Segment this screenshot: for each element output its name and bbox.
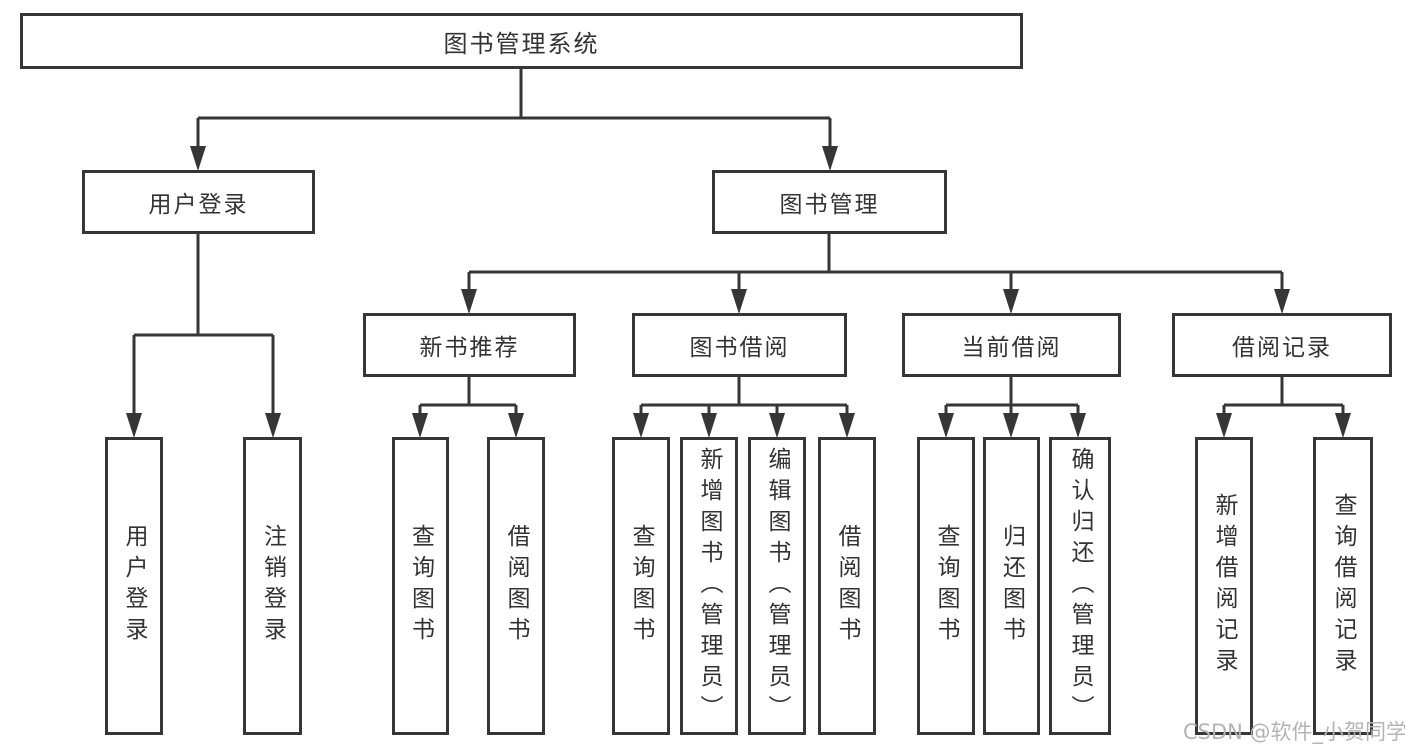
node-label: 查询借阅记录	[1330, 493, 1356, 679]
leaf-current-return-book: 归还图书	[983, 437, 1040, 735]
node-label: 借阅图书	[503, 524, 529, 648]
node-borrow-record: 借阅记录	[1172, 313, 1392, 377]
node-label: 图书管理	[779, 192, 880, 218]
node-new-book-recommend: 新书推荐	[363, 313, 576, 377]
leaf-borrow-edit-book: 编辑图书（管理员）	[748, 437, 806, 735]
node-label: 新书推荐	[419, 335, 520, 361]
node-label: 用户登录	[121, 524, 147, 648]
node-label: 借阅图书	[834, 524, 860, 648]
leaf-record-query-record: 查询借阅记录	[1313, 437, 1373, 735]
leaf-record-add-record: 新增借阅记录	[1195, 437, 1253, 735]
leaf-user-login: 用户登录	[105, 437, 163, 735]
node-label: 新增图书（管理员）	[696, 446, 722, 726]
watermark: CSDN @软件_小贺同学	[1183, 720, 1405, 744]
node-label: 编辑图书（管理员）	[764, 446, 790, 726]
node-label: 确认归还（管理员）	[1067, 446, 1093, 726]
node-label: 图书借阅	[689, 335, 790, 361]
node-label: 新增借阅记录	[1211, 493, 1237, 679]
leaf-logout: 注销登录	[243, 437, 302, 735]
node-current-borrow: 当前借阅	[902, 313, 1121, 377]
arrowheads	[126, 146, 1351, 438]
node-root: 图书管理系统	[20, 13, 1023, 69]
node-label: 图书管理系统	[443, 29, 600, 58]
leaf-current-query-book: 查询图书	[917, 437, 975, 735]
leaf-recommend-borrow-book: 借阅图书	[487, 437, 545, 735]
node-user-login: 用户登录	[82, 170, 315, 234]
leaf-borrow-query-book: 查询图书	[612, 437, 670, 735]
leaf-recommend-query-book: 查询图书	[392, 437, 449, 735]
node-label: 用户登录	[148, 192, 249, 218]
node-book-management: 图书管理	[712, 170, 947, 234]
node-label: 查询图书	[628, 524, 654, 648]
node-label: 归还图书	[998, 524, 1025, 648]
leaf-current-confirm-return: 确认归还（管理员）	[1049, 437, 1111, 735]
node-label: 借阅记录	[1232, 335, 1332, 361]
node-label: 查询图书	[933, 524, 959, 648]
leaf-borrow-add-book: 新增图书（管理员）	[680, 437, 738, 735]
leaf-borrow-borrow-book: 借阅图书	[818, 437, 876, 735]
node-label: 当前借阅	[961, 335, 1062, 361]
node-label: 查询图书	[407, 524, 434, 648]
node-label: 注销登录	[259, 524, 286, 648]
node-book-borrow: 图书借阅	[632, 313, 847, 377]
